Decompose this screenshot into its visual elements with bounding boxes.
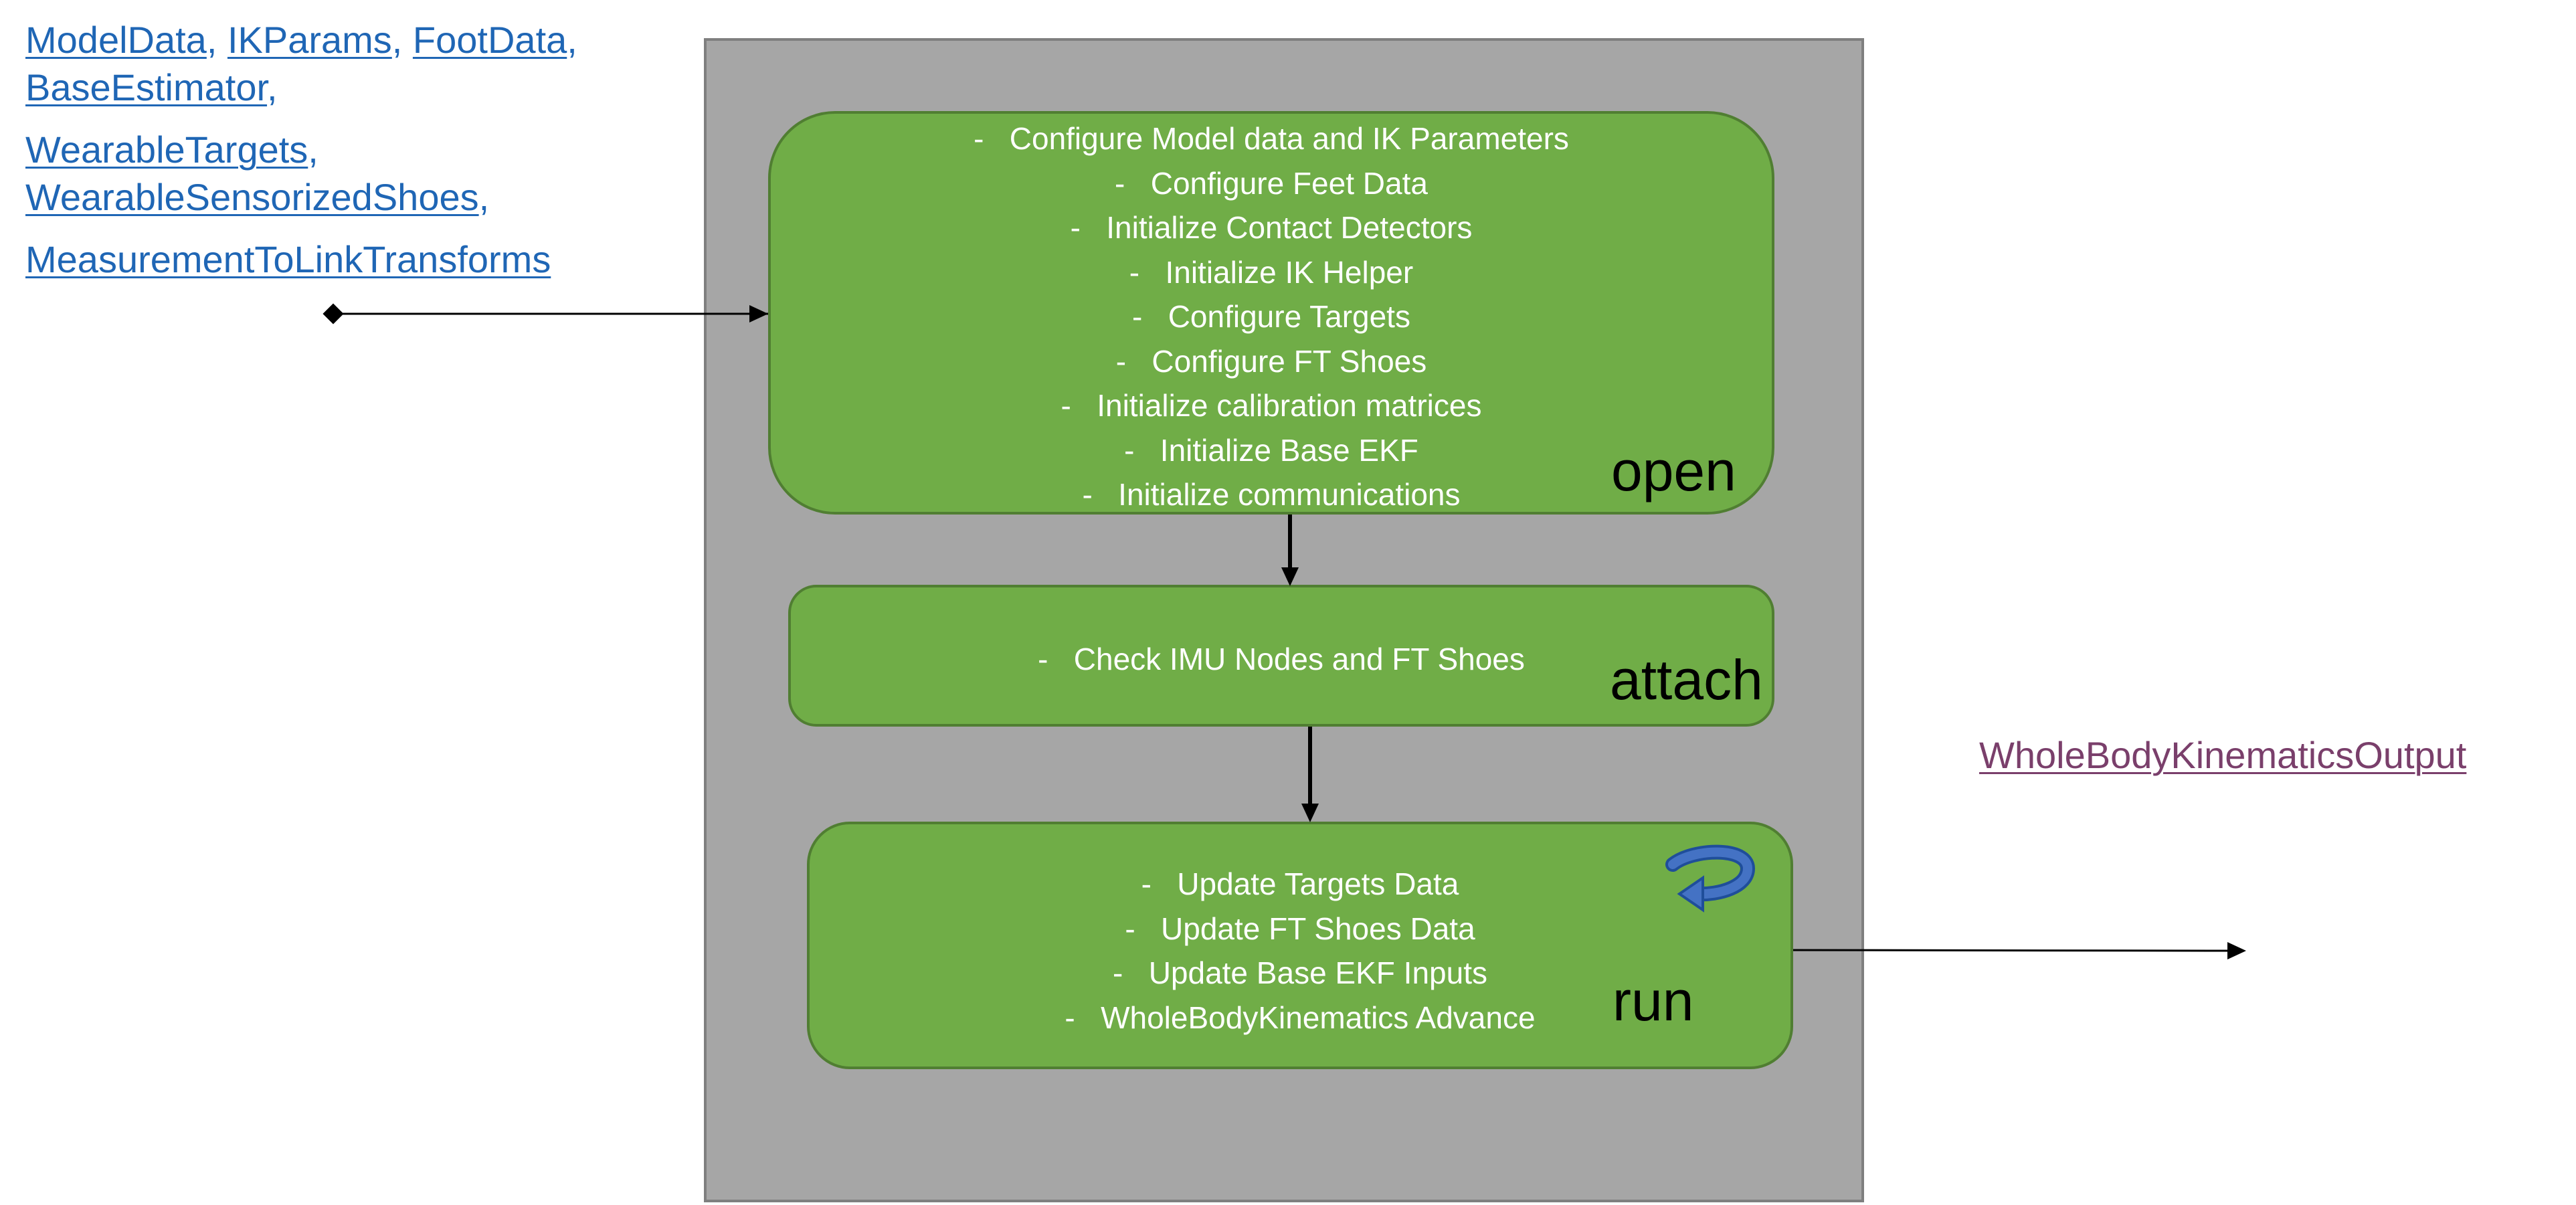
separator: , bbox=[391, 19, 403, 61]
link-modeldata[interactable]: ModelData bbox=[25, 19, 207, 61]
run-step: Update FT Shoes Data bbox=[810, 907, 1790, 951]
diamond-start-icon bbox=[323, 303, 344, 325]
input-arrow bbox=[323, 303, 768, 325]
run-step: Update Base EKF Inputs bbox=[810, 951, 1790, 996]
separator: , bbox=[267, 66, 278, 108]
state-run-box: Update Targets Data Update FT Shoes Data… bbox=[807, 822, 1793, 1069]
link-baseestimator[interactable]: BaseEstimator bbox=[25, 66, 268, 108]
state-attach-label: attach bbox=[1610, 648, 1763, 711]
open-step: Initialize calibration matrices bbox=[771, 383, 1772, 428]
state-run-label: run bbox=[1613, 969, 1694, 1032]
link-wholebodykinematicsoutput[interactable]: WholeBodyKinematicsOutput bbox=[1979, 734, 2467, 776]
separator: , bbox=[478, 176, 490, 218]
open-steps-list: Configure Model data and IK Parameters C… bbox=[771, 116, 1772, 517]
link-ikparams[interactable]: IKParams bbox=[227, 19, 392, 61]
separator: , bbox=[308, 128, 318, 171]
input-line-3: MeasurementToLinkTransforms bbox=[25, 236, 695, 283]
run-step: Update Targets Data bbox=[810, 862, 1790, 907]
open-step: Initialize IK Helper bbox=[771, 250, 1772, 295]
open-step: Configure Targets bbox=[771, 294, 1772, 339]
state-open-box: Configure Model data and IK Parameters C… bbox=[768, 111, 1774, 515]
open-step: Initialize Contact Detectors bbox=[771, 205, 1772, 250]
state-open-label: open bbox=[1611, 440, 1736, 502]
link-footdata[interactable]: FootData bbox=[412, 19, 567, 61]
open-step: Initialize communications bbox=[771, 472, 1772, 517]
open-step: Configure Model data and IK Parameters bbox=[771, 116, 1772, 161]
separator: , bbox=[206, 19, 217, 61]
open-step: Initialize Base EKF bbox=[771, 428, 1772, 473]
input-line-1: ModelData, IKParams, FootData, BaseEstim… bbox=[25, 16, 695, 111]
run-step: WholeBodyKinematics Advance bbox=[810, 996, 1790, 1040]
open-step: Configure FT Shoes bbox=[771, 339, 1772, 384]
separator: , bbox=[567, 19, 577, 61]
state-attach-box: Check IMU Nodes and FT Shoes attach bbox=[788, 585, 1774, 727]
input-line-2: WearableTargets, WearableSensorizedShoes… bbox=[25, 126, 695, 221]
run-steps-list: Update Targets Data Update FT Shoes Data… bbox=[810, 862, 1790, 1040]
open-step: Configure Feet Data bbox=[771, 161, 1772, 206]
link-wearabletargets[interactable]: WearableTargets bbox=[25, 128, 308, 171]
attach-step: Check IMU Nodes and FT Shoes bbox=[791, 637, 1772, 682]
link-wearablesensorizedshoes[interactable]: WearableSensorizedShoes bbox=[25, 176, 479, 218]
input-links: ModelData, IKParams, FootData, BaseEstim… bbox=[25, 16, 695, 283]
attach-steps-list: Check IMU Nodes and FT Shoes bbox=[791, 637, 1772, 682]
link-measurementtolinktransforms[interactable]: MeasurementToLinkTransforms bbox=[25, 238, 551, 280]
